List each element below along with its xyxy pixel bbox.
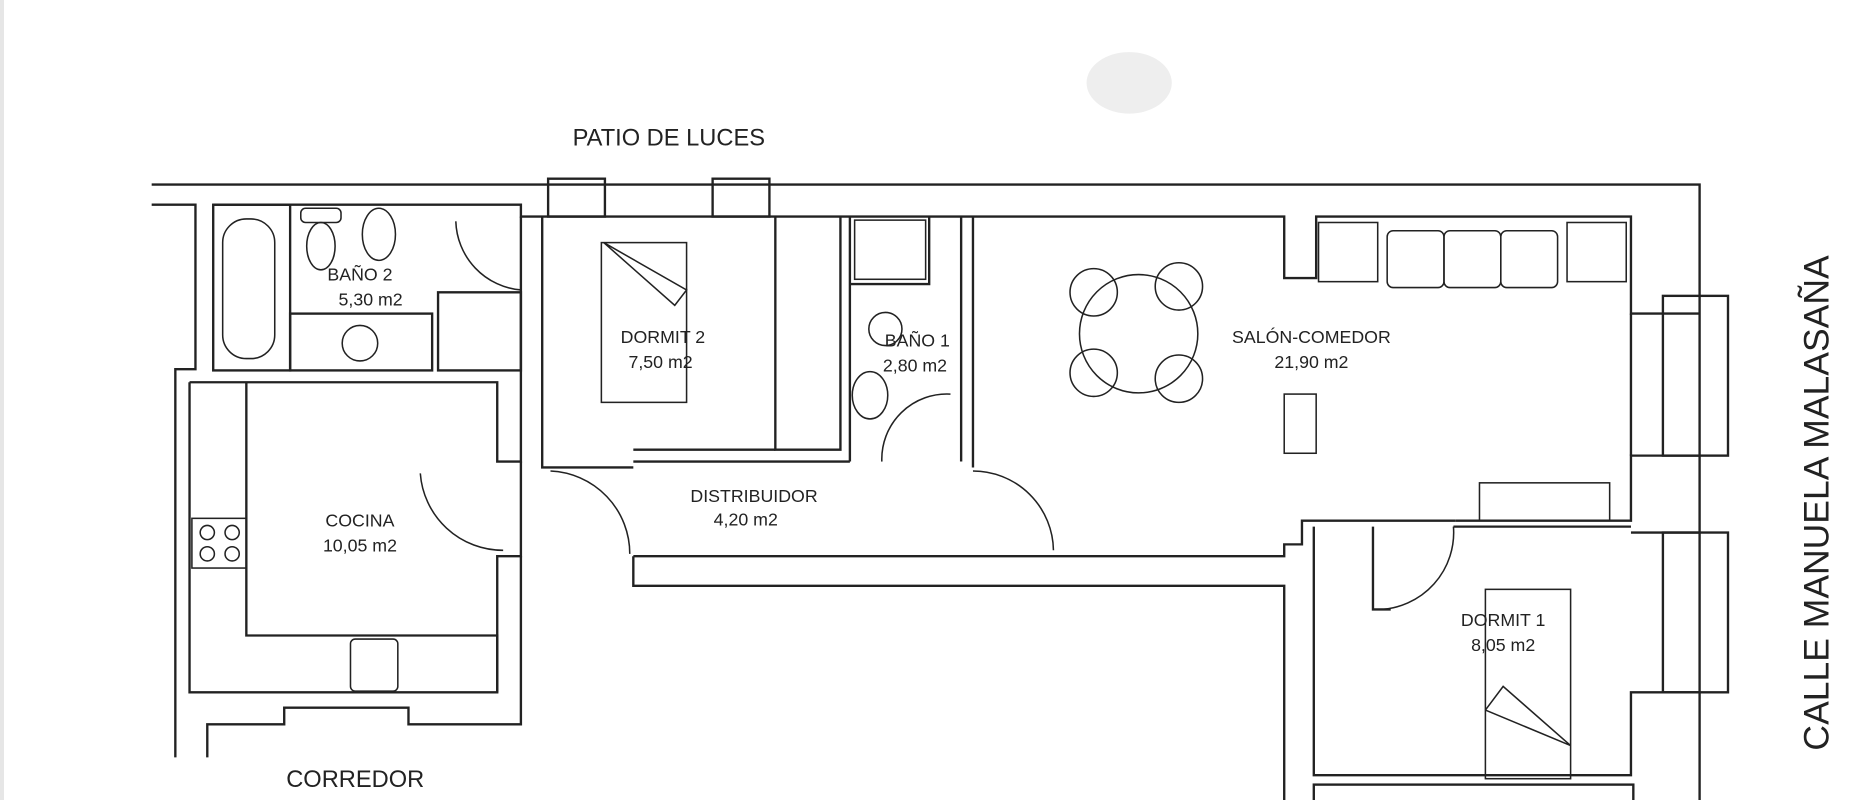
page-edge [0,0,4,800]
room-area: 8,05 m2 [1471,635,1535,655]
room-area: 7,50 m2 [628,352,692,372]
bed-icon [600,241,688,404]
walls [151,177,1730,800]
stove-icon [191,517,248,569]
room-name: DISTRIBUIDOR [690,486,817,506]
toilet-icon [305,221,336,271]
room-name: DORMIT 1 [1461,610,1546,630]
room-area: 5,30 m2 [339,289,403,309]
tv-unit-icon [1283,393,1317,455]
toilet-icon [868,311,903,347]
door-swing [1378,526,1455,611]
corredor-label: CORREDOR [286,767,424,793]
sofa-icon [1317,221,1627,289]
bathtub-icon [221,218,276,360]
bidet-icon [361,207,397,262]
door-swing [419,473,504,552]
door-swing [455,221,521,291]
door-swing [881,393,951,462]
room-name: DORMIT 2 [621,327,706,347]
room-name: BAÑO 2 [327,263,392,284]
room-area: 21,90 m2 [1274,352,1348,372]
door-swing [550,470,631,554]
sink-icon [851,370,889,420]
door-swing [972,470,1055,551]
patio-de-luces-label: PATIO DE LUCES [573,126,765,152]
shower-icon [853,219,927,281]
room-area: 4,20 m2 [714,509,778,529]
room-name: SALÓN-COMEDOR [1232,326,1391,347]
room-name: BAÑO 1 [885,330,950,351]
room-area: 2,80 m2 [883,356,947,376]
dining-table-icon [1069,261,1204,404]
furniture [191,207,1627,780]
bed-icon [1484,588,1572,780]
kitchen-sink-icon [349,638,399,692]
room-area: 10,05 m2 [323,535,397,555]
room-name: COCINA [325,511,394,531]
street-label: CALLE MANUELA MALASAÑA [1797,255,1837,751]
sideboard-icon [1478,482,1611,522]
blur-mark [1086,52,1172,114]
sink-icon [341,324,379,362]
